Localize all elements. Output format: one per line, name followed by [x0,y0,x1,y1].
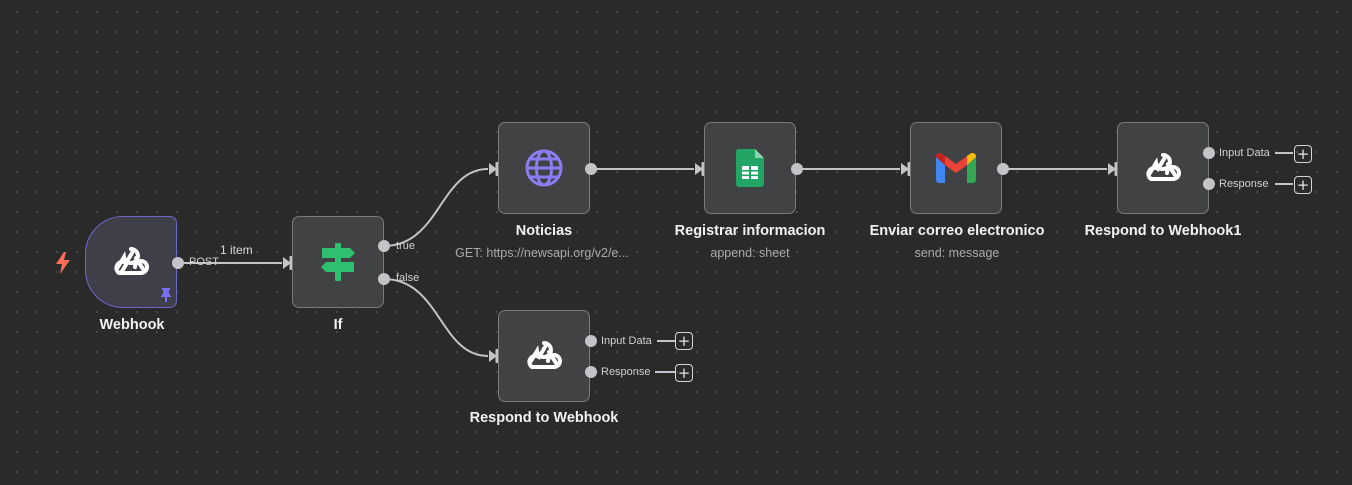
sheets-title: Registrar informacion [674,223,826,239]
webhook-icon [1146,153,1181,181]
edge-if-noticias[interactable] [383,168,489,247]
edge-item-count-label: 1 item [220,243,253,257]
gmail-node[interactable] [910,122,1002,214]
sheets-node[interactable] [704,122,796,214]
noticias-title: Noticias [515,223,573,239]
webhook-output-label: POST [189,256,219,268]
respond-inputdata-handle[interactable] [585,335,597,347]
webhook-icon [114,247,149,275]
respond-inputdata-label: Input Data [601,335,652,347]
if-true-label: true [396,240,415,252]
respond1-response-label: Response [1219,178,1269,190]
webhook-icon [527,341,562,369]
google-sheets-icon [736,149,764,187]
gmail-subtitle: send: message [914,246,1000,260]
arrowhead [695,163,703,175]
gmail-title: Enviar correo electronico [869,223,1045,239]
respond1-add-response-button[interactable]: + [1294,176,1312,194]
webhook-output-handle[interactable] [172,257,184,269]
pin-icon [161,288,171,302]
respond-response-label: Response [601,366,651,378]
respond1-node[interactable] [1117,122,1209,214]
respond-add-response-button[interactable]: + [675,364,693,382]
if-false-handle[interactable] [378,273,390,285]
arrowhead [489,163,497,175]
arrowhead [1108,163,1116,175]
respond-add-inputdata-button[interactable]: + [675,332,693,350]
respond-node[interactable] [498,310,590,402]
edge-if-respond[interactable] [383,278,489,357]
respond1-title: Respond to Webhook1 [1084,223,1242,239]
if-false-label: false [396,272,420,284]
if-true-handle[interactable] [378,240,390,252]
arrowhead [901,163,909,175]
respond1-response-handle[interactable] [1203,178,1215,190]
respond-response-handle[interactable] [585,366,597,378]
respond1-inputdata-handle[interactable] [1203,147,1215,159]
noticias-node[interactable] [498,122,590,214]
respond-title: Respond to Webhook [469,410,619,426]
webhook-title: Webhook [99,317,165,333]
globe-icon [525,149,563,187]
noticias-output-handle[interactable] [585,163,597,175]
sheets-subtitle: append: sheet [710,246,790,260]
respond1-add-inputdata-button[interactable]: + [1294,145,1312,163]
arrowhead [489,350,497,362]
respond1-inputdata-label: Input Data [1219,147,1270,159]
signpost-icon [321,243,355,281]
if-node[interactable] [292,216,384,308]
gmail-output-handle[interactable] [997,163,1009,175]
sheets-output-handle[interactable] [791,163,803,175]
noticias-subtitle: GET: https://newsapi.org/v2/e... [455,246,629,260]
if-title: If [333,317,343,333]
trigger-bolt-icon [56,252,70,274]
arrowhead [283,257,291,269]
gmail-icon [936,153,976,183]
